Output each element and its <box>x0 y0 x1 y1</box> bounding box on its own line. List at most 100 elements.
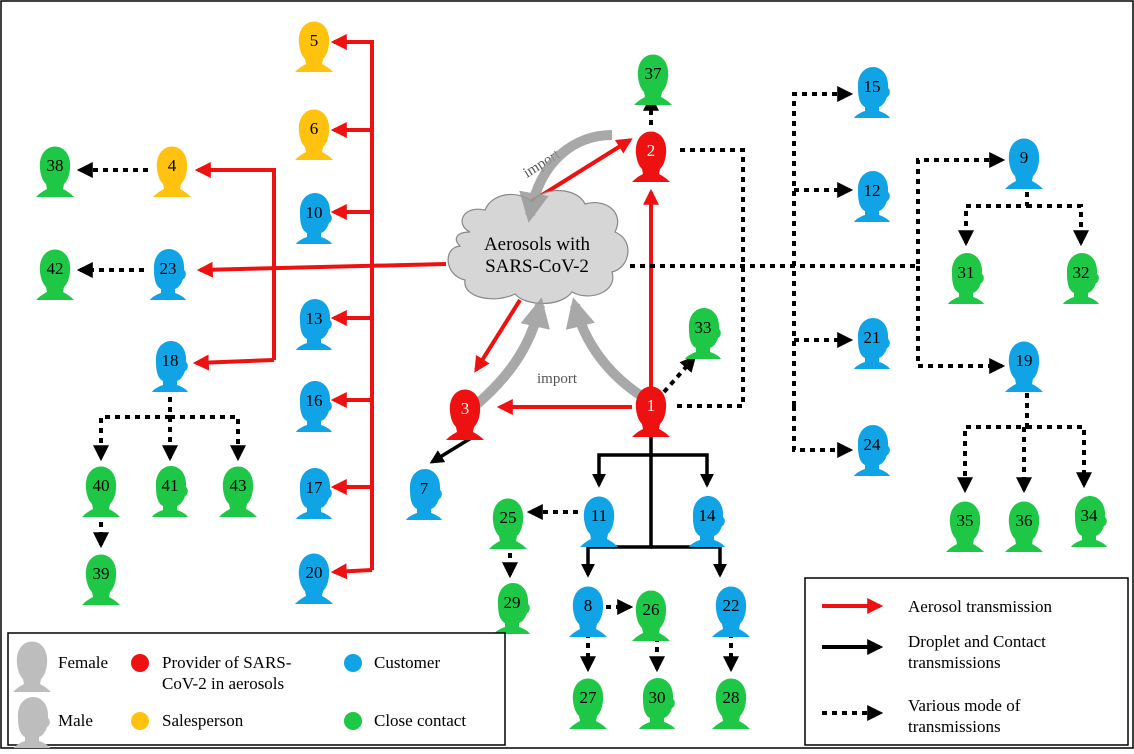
person-36-head-icon <box>1005 501 1043 552</box>
person-31-head-icon <box>948 253 984 304</box>
person-31-label: 31 <box>958 263 975 282</box>
salesperson-swatch <box>131 712 149 730</box>
person-24: 24 <box>854 425 890 476</box>
person-9: 9 <box>1005 138 1043 189</box>
person-5-head-icon <box>295 21 333 72</box>
person-12: 12 <box>854 171 890 222</box>
person-4-head-icon <box>153 146 191 197</box>
person-43-head-icon <box>219 466 257 517</box>
person-22-label: 22 <box>723 596 740 615</box>
person-8-head-icon <box>569 586 607 637</box>
person-6: 6 <box>295 109 333 160</box>
person-19-head-icon <box>1005 341 1043 392</box>
person-20: 20 <box>295 553 333 604</box>
edge-droplet_contact-1-to-11 <box>592 430 653 488</box>
female-silhouette-icon <box>13 641 51 692</box>
person-35: 35 <box>946 501 984 552</box>
person-12-label: 12 <box>864 181 881 200</box>
person-32-label: 32 <box>1073 263 1090 282</box>
person-11-label: 11 <box>591 506 607 525</box>
person-22-head-icon <box>712 586 750 637</box>
legend-aerosol-label: Aerosol transmission <box>908 597 1053 616</box>
person-26-head-icon <box>632 590 670 641</box>
person-15-head-icon <box>854 67 890 118</box>
person-13-head-icon <box>296 299 332 350</box>
person-38-label: 38 <box>47 156 64 175</box>
person-2-head-icon <box>632 131 670 182</box>
person-40-label: 40 <box>93 476 110 495</box>
person-18: 18 <box>152 341 188 392</box>
person-33-head-icon <box>685 308 721 359</box>
person-10: 10 <box>296 193 332 244</box>
edge-various-19-to-35 <box>957 393 1029 494</box>
person-6-label: 6 <box>310 119 319 138</box>
person-27-head-icon <box>569 678 607 729</box>
person-25: 25 <box>489 498 527 549</box>
person-40: 40 <box>82 466 120 517</box>
person-1-head-icon <box>632 386 670 437</box>
edge-aerosol-cloud-to-18 <box>192 354 275 371</box>
person-40-head-icon <box>82 466 120 517</box>
import-label-bottom: import <box>537 371 578 387</box>
legend-roles: Female Male Provider of SARS- CoV-2 in a… <box>7 632 506 748</box>
aerosol-cloud: Aerosols with SARS-CoV-2 <box>447 189 629 304</box>
person-26-label: 26 <box>643 600 660 619</box>
person-10-label: 10 <box>306 203 323 222</box>
person-16-label: 16 <box>306 391 323 410</box>
person-5: 5 <box>295 21 333 72</box>
person-37: 37 <box>634 54 672 105</box>
person-13-label: 13 <box>306 309 323 328</box>
cloud-label-line2: SARS-CoV-2 <box>485 256 589 277</box>
person-6-head-icon <box>295 109 333 160</box>
import-arrows: import import <box>472 130 643 409</box>
edge-aerosol-cloud-to-3 <box>474 298 522 373</box>
person-4-label: 4 <box>168 156 177 175</box>
edge-various-18-to-40 <box>93 387 172 462</box>
person-2: 2 <box>632 131 670 182</box>
person-15: 15 <box>854 67 890 118</box>
person-18-label: 18 <box>162 351 179 370</box>
legend-roles-box <box>7 632 506 746</box>
person-42-head-icon <box>36 249 74 300</box>
edge-aerosol-cloud-to-20 <box>330 563 373 580</box>
legend-various-line2: transmissions <box>908 717 1001 736</box>
person-20-label: 20 <box>306 563 323 582</box>
person-34-head-icon <box>1071 496 1107 547</box>
person-30-label: 30 <box>649 688 666 707</box>
person-14-head-icon <box>689 496 725 547</box>
edge-various-2-to-15 <box>675 94 850 408</box>
edge-various-cloud-to-9 <box>630 152 1006 268</box>
person-41: 41 <box>152 466 188 517</box>
edge-aerosol-cloud-to-23 <box>196 261 447 278</box>
person-17-head-icon <box>296 468 332 519</box>
person-18-head-icon <box>152 341 188 392</box>
edge-various-9-to-32 <box>1027 204 1089 247</box>
person-19: 19 <box>1005 341 1043 392</box>
import-arrow-2 <box>519 130 613 223</box>
person-19-label: 19 <box>1016 351 1033 370</box>
person-3-head-icon <box>446 389 484 440</box>
person-36: 36 <box>1005 501 1043 552</box>
legend-salesperson-label: Salesperson <box>162 711 244 730</box>
person-25-head-icon <box>489 498 527 549</box>
person-3-label: 3 <box>461 399 470 418</box>
person-8: 8 <box>569 586 607 637</box>
person-14-label: 14 <box>699 506 717 525</box>
edge-aerosol-cloud-to-4 <box>194 162 276 360</box>
person-28-head-icon <box>712 678 750 729</box>
person-7-head-icon <box>406 469 442 520</box>
person-21-label: 21 <box>864 328 881 347</box>
person-7: 7 <box>406 469 442 520</box>
legend-various-line1: Various mode of <box>908 696 1021 715</box>
person-41-label: 41 <box>162 476 179 495</box>
person-20-head-icon <box>295 553 333 604</box>
person-21-head-icon <box>854 318 890 369</box>
person-12-head-icon <box>854 171 890 222</box>
person-4: 4 <box>153 146 191 197</box>
person-32: 32 <box>1063 253 1099 304</box>
person-28-label: 28 <box>723 688 740 707</box>
person-27: 27 <box>569 678 607 729</box>
person-13: 13 <box>296 299 332 350</box>
person-30: 30 <box>639 678 675 729</box>
person-9-head-icon <box>1005 138 1043 189</box>
